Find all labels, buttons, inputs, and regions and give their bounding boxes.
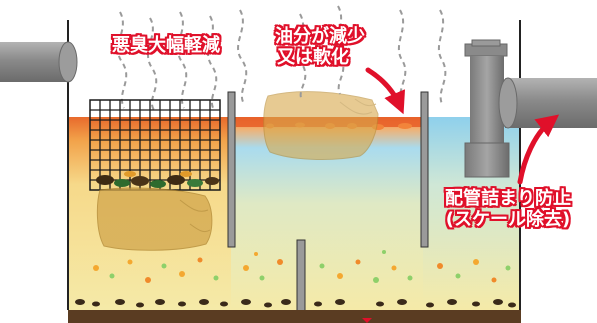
outlet-pipe <box>464 39 597 178</box>
baffles <box>227 91 429 323</box>
grease-basket <box>89 99 221 191</box>
oil-arrow <box>365 67 406 115</box>
odor-reduction-label: 悪臭大幅軽減 <box>112 35 220 56</box>
oil-reduction-line1: 油分が減少 <box>275 26 365 47</box>
pipe-clog-line1: 配管詰まり防止 <box>445 188 571 209</box>
odor-reduction-text: 悪臭大幅軽減 <box>112 35 220 56</box>
pipe-clog-line2: (スケール除去) <box>445 209 571 230</box>
oil-reduction-label: 油分が減少 又は軟化 <box>275 26 365 68</box>
pipe-clog-prevention-label: 配管詰まり防止 (スケール除去) <box>445 188 571 230</box>
pipe-arrow <box>517 114 560 185</box>
bubbles <box>93 250 511 283</box>
oil-reduction-line2: 又は軟化 <box>277 47 349 68</box>
sludge <box>68 299 521 323</box>
submerged-sack <box>96 187 213 251</box>
inlet-pipe <box>0 41 78 83</box>
arrows <box>365 67 560 185</box>
floating-sack <box>263 91 379 160</box>
